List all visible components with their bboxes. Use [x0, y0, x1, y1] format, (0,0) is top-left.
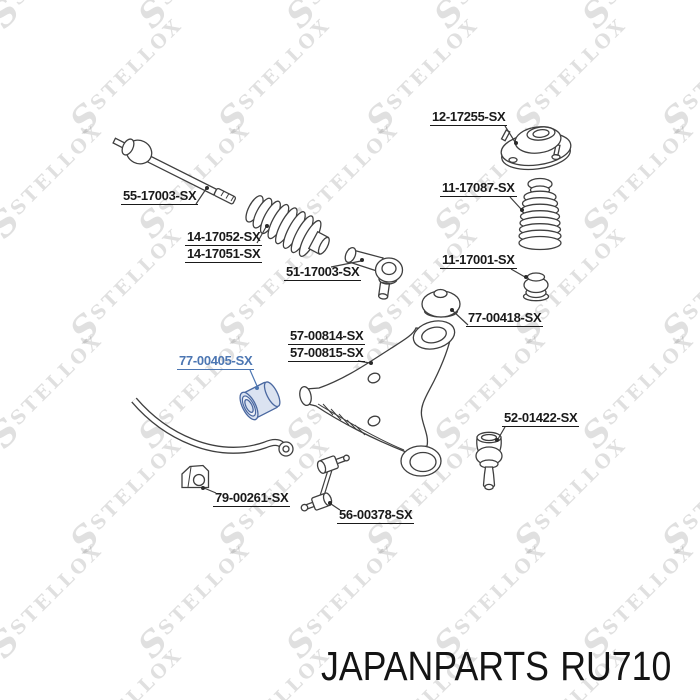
control-arm-drawing [299, 320, 456, 477]
label-control-arm-alt: 57-00815-SX [288, 345, 366, 362]
stabilizer-bar-drawing [131, 397, 294, 457]
label-inner-tie-rod: 55-17003-SX [121, 188, 199, 205]
label-ball-joint: 52-01422-SX [502, 410, 580, 427]
label-steering-boot: 14-17052-SX [185, 229, 263, 246]
label-rear-bushing: 77-00418-SX [466, 310, 544, 327]
label-stabilizer-bushing: 79-00261-SX [213, 490, 291, 507]
bump-stop-drawing [522, 272, 550, 302]
highlighted-bushing-drawing [239, 381, 281, 421]
tie-rod-end-drawing [344, 246, 404, 300]
label-steering-boot-alt: 14-17051-SX [185, 246, 263, 263]
strut-boot-drawing [518, 177, 562, 251]
label-strut-boot: 11-17087-SX [440, 180, 517, 197]
stabilizer-link-drawing [300, 454, 350, 512]
brand-name: JAPANPARTS [321, 643, 549, 689]
label-control-arm: 57-00814-SX [288, 328, 366, 345]
brand-code: RU710 [560, 643, 672, 689]
ball-joint-drawing [475, 431, 503, 491]
label-strut-mount: 12-17255-SX [430, 109, 508, 126]
label-bump-stop: 11-17001-SX [440, 252, 517, 269]
inner-tie-rod-drawing [112, 137, 237, 205]
label-tie-rod-end: 51-17003-SX [284, 264, 362, 281]
stabilizer-bushing-drawing [181, 464, 210, 489]
label-front-bushing-highlighted: 77-00405-SX [177, 353, 255, 370]
leader-lines [195, 125, 528, 511]
strut-mount-drawing [500, 126, 572, 171]
label-stabilizer-link: 56-00378-SX [337, 507, 415, 524]
